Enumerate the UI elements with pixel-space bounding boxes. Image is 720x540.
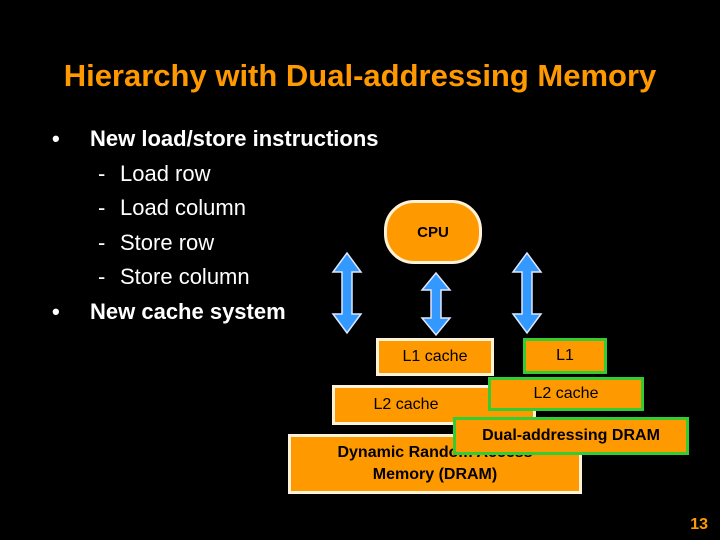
l2-cache-label: L2 cache: [373, 396, 439, 413]
dual-dram-label: Dual-addressing DRAM: [482, 427, 660, 444]
bullet-item: • New cache system: [52, 295, 379, 330]
sub-bullet-item: -Load column: [52, 191, 379, 226]
sub-bullet-text: Store column: [120, 264, 250, 289]
dash: -: [98, 160, 106, 186]
l1-cache-label: L1 cache: [402, 348, 468, 365]
double-arrow-right: [511, 251, 543, 335]
bullet-dot: •: [52, 126, 60, 151]
new-l2-box: L2 cache: [488, 377, 644, 411]
sub-bullet-item: -Load row: [52, 157, 379, 192]
bullet-item: • New load/store instructions: [52, 122, 379, 157]
dash: -: [98, 264, 106, 289]
bullet-list: •New load/store instructions -Load row -…: [52, 122, 379, 329]
page-number: 13: [690, 516, 708, 533]
new-l2-label: L2 cache: [533, 385, 599, 402]
slide-title: Hierarchy with Dual-addressing Memory: [63, 58, 657, 93]
bullet-text: New cache system: [90, 298, 286, 324]
cpu-label: CPU: [417, 223, 449, 241]
sub-bullet-item: -Store row: [52, 226, 379, 261]
double-arrow-left: [331, 251, 363, 335]
double-arrow-center: [420, 271, 452, 337]
dash: -: [98, 229, 106, 255]
sub-bullet-item: -Store column: [52, 260, 379, 295]
dash: -: [98, 195, 106, 220]
bullet-text: New load/store instructions: [90, 126, 379, 151]
sub-bullet-text: Load column: [120, 195, 246, 220]
dual-dram-box: Dual-addressing DRAM: [453, 417, 689, 455]
sub-bullet-text: Load row: [120, 160, 211, 186]
dram-label-line2: Memory (DRAM): [372, 466, 498, 483]
sub-bullet-text: Store row: [120, 229, 215, 255]
new-l1-box: L1: [523, 338, 607, 374]
bullet-dot: •: [52, 298, 60, 324]
cpu-node: CPU: [384, 200, 482, 264]
l1-cache-box: L1 cache: [376, 338, 494, 376]
new-l1-label: L1: [556, 347, 574, 364]
